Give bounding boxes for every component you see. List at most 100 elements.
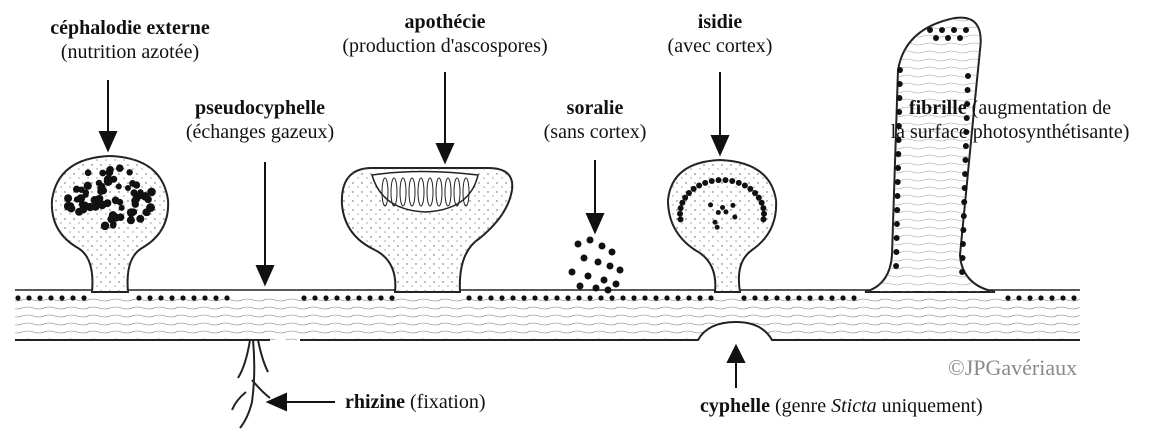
cyanobacterium-cell	[136, 215, 144, 223]
label-soralie: soralie (sans cortex)	[525, 96, 665, 144]
cyanobacterium-cell	[126, 169, 132, 175]
isidium-algal-cell	[679, 200, 685, 206]
fibril-algal-cell	[957, 35, 963, 41]
algal-cell	[488, 295, 493, 300]
cyanobacterium-cell	[127, 216, 135, 224]
isidium-algal-cell	[696, 182, 702, 188]
fibril-algal-cell	[965, 87, 971, 93]
isidium-algal-cell	[708, 202, 713, 207]
isidium-algal-cell	[756, 195, 762, 201]
algal-cell	[477, 295, 482, 300]
isidium-algal-cell	[682, 195, 688, 201]
isidium-algal-cell	[677, 211, 683, 217]
isidium-algal-cell	[742, 182, 748, 188]
algal-cell	[37, 295, 42, 300]
label-fibrille-name: fibrille	[909, 97, 967, 119]
cyanobacterium-cell	[99, 170, 106, 177]
fibril-algal-cell	[894, 207, 900, 213]
soredium	[599, 243, 606, 250]
cyanobacterium-cell	[132, 201, 139, 208]
label-cyphelle-desc-post: uniquement)	[882, 395, 983, 417]
cyanobacterium-cell	[125, 185, 131, 191]
algal-cell	[752, 295, 757, 300]
cyanobacterium-cell	[73, 186, 80, 193]
fibril-algal-cell	[959, 269, 965, 275]
fibril-algal-cell	[895, 165, 901, 171]
cyanobacterium-cell	[130, 208, 137, 215]
fibril-algal-cell	[951, 27, 957, 33]
label-soralie-desc: (sans cortex)	[525, 120, 665, 144]
algal-cell	[851, 295, 856, 300]
isidium-algal-cell	[716, 210, 721, 215]
soredium	[587, 237, 594, 244]
soredium	[613, 281, 620, 288]
algal-cell	[686, 295, 691, 300]
label-apothecie-name: apothécie	[404, 11, 485, 33]
algal-cell	[356, 295, 361, 300]
algal-cell	[642, 295, 647, 300]
cyanobacterium-cell	[119, 205, 125, 211]
fibril-algal-cell	[895, 151, 901, 157]
soredium	[593, 285, 600, 292]
isidium-algal-cell	[723, 209, 728, 214]
algal-cell	[631, 295, 636, 300]
algal-cell	[587, 295, 592, 300]
algal-cell	[48, 295, 53, 300]
isidium-algal-cell	[715, 225, 720, 230]
cyanobacterium-cell	[83, 192, 89, 198]
isidium-algal-cell	[732, 215, 737, 220]
label-rhizine: rhizine (fixation)	[345, 390, 486, 414]
algal-cell	[312, 295, 317, 300]
algal-cell	[378, 295, 383, 300]
isidium-algal-cell	[722, 177, 728, 183]
cyanobacterium-cell	[137, 189, 143, 195]
isidium-algal-cell	[686, 190, 692, 196]
algal-cell	[191, 295, 196, 300]
isidium-algal-cell	[720, 205, 725, 210]
algal-cell	[136, 295, 141, 300]
soredium	[601, 277, 608, 284]
fibril-algal-cell	[960, 227, 966, 233]
cyanobacterium-cell	[109, 211, 117, 219]
algal-cell	[466, 295, 471, 300]
apothecium-structure	[342, 168, 512, 292]
cyanobacterium-cell	[144, 209, 151, 216]
fibril-algal-cell	[897, 81, 903, 87]
algal-cell	[70, 295, 75, 300]
algal-cell	[147, 295, 152, 300]
cyanobacterium-cell	[99, 183, 106, 190]
isidium-algal-cell	[691, 186, 697, 192]
algal-cell	[213, 295, 218, 300]
algal-cell	[741, 295, 746, 300]
algal-cell	[785, 295, 790, 300]
fibril-algal-cell	[962, 185, 968, 191]
cyanobacterium-cell	[104, 175, 113, 184]
algal-cell	[367, 295, 372, 300]
cyanobacterium-cell	[101, 222, 110, 231]
label-pseudocyphelle-desc: (échanges gazeux)	[160, 120, 360, 144]
label-cephalodie: céphalodie externe (nutrition azotée)	[10, 16, 250, 64]
fibril-algal-cell	[960, 241, 966, 247]
copyright-credit: ©JPGavériaux	[948, 355, 1077, 381]
algal-cell	[576, 295, 581, 300]
algal-cell	[598, 295, 603, 300]
algal-cell	[807, 295, 812, 300]
algal-cell	[829, 295, 834, 300]
fibril-algal-cell	[895, 179, 901, 185]
algal-cell	[1016, 295, 1021, 300]
algal-cell	[323, 295, 328, 300]
label-fibrille-desc-1: (augmentation de	[972, 97, 1111, 119]
isidium-algal-cell	[709, 178, 715, 184]
label-cyphelle-name: cyphelle	[700, 395, 770, 417]
algal-cell	[653, 295, 658, 300]
fibril-algal-cell	[965, 73, 971, 79]
cyanobacterium-cell	[85, 169, 92, 176]
soredia-cluster	[569, 237, 624, 294]
cyanobacterium-cell	[64, 194, 72, 202]
label-apothecie: apothécie (production d'ascospores)	[320, 10, 570, 58]
cyanobacterium-cell	[117, 199, 124, 206]
fibril-algal-cell	[897, 67, 903, 73]
isidium-algal-cell	[752, 190, 758, 196]
cyanobacterium-cell	[116, 164, 124, 172]
